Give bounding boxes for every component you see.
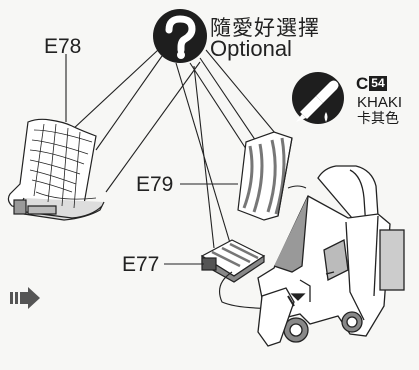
optional-label: Optional (210, 36, 292, 61)
paint-code-letter: C (356, 74, 369, 93)
part-e77-seat-pad (200, 239, 266, 283)
question-mark-icon (153, 9, 207, 63)
paint-brush-icon (292, 72, 344, 124)
part-label-e78: E78 (44, 35, 82, 58)
part-e79-back-cushion (237, 131, 293, 221)
callout-lines (71, 49, 286, 249)
paint-code-number: 54 (369, 76, 387, 91)
paint-name-cjk: 卡其色 (357, 111, 399, 127)
optional-label-cjk: 隨愛好選擇 (210, 16, 320, 40)
part-label-e77: E77 (122, 253, 160, 276)
ejection-seat-frame (257, 165, 405, 347)
part-e78-seat-cushion (7, 118, 105, 221)
paint-name: KHAKI (357, 94, 403, 111)
part-label-e79: E79 (136, 173, 174, 196)
direction-arrow-icon (10, 287, 40, 309)
